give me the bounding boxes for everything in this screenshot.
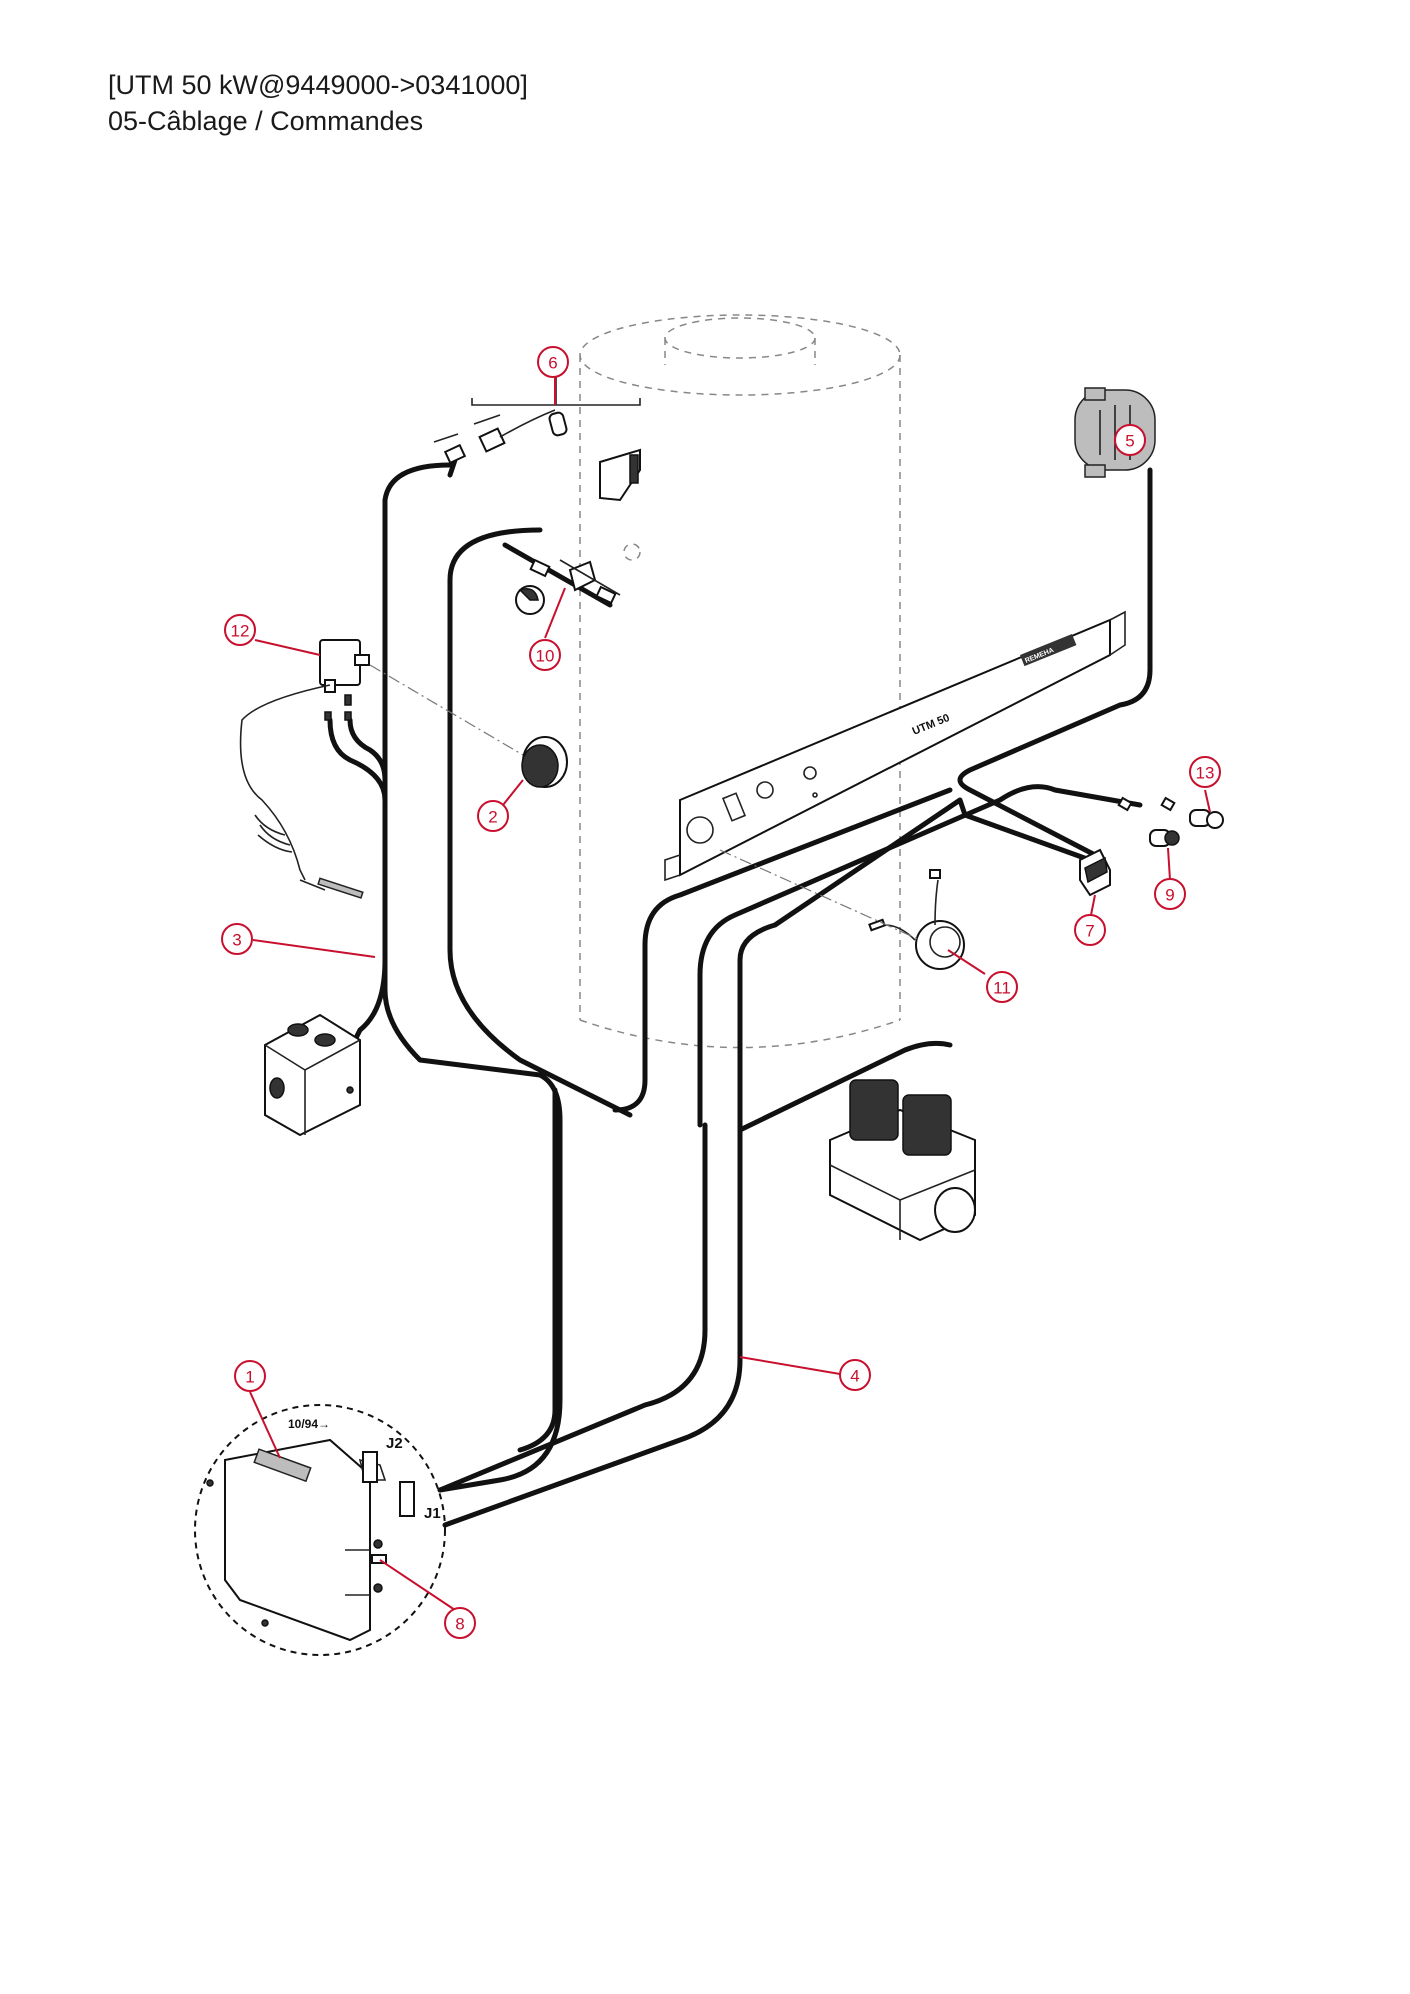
callout-10: 10 <box>529 639 561 671</box>
capillary-thermostat <box>239 639 541 899</box>
svg-text:8: 8 <box>455 1615 464 1634</box>
svg-text:10: 10 <box>536 647 555 666</box>
svg-text:7: 7 <box>1085 922 1094 941</box>
callout-leaders <box>249 372 1211 1611</box>
svg-text:5: 5 <box>1125 432 1134 451</box>
brand-plate <box>1020 634 1077 667</box>
board-date-note: 10/94→ <box>288 1417 330 1431</box>
callout-4: 4 <box>839 1359 871 1391</box>
model-title: [UTM 50 kW@9449000->0341000] <box>108 70 528 100</box>
callout-6: 6 <box>537 346 569 378</box>
callout-12: 12 <box>224 614 256 646</box>
section-title: 05-Câblage / Commandes <box>108 106 424 136</box>
sensor-cap <box>521 736 568 788</box>
svg-text:13: 13 <box>1196 764 1215 783</box>
control-board-detail: 10/94→ J2 J1 <box>194 1404 446 1656</box>
gas-valve <box>829 1079 976 1242</box>
callout-2: 2 <box>477 800 509 832</box>
callout-13: 13 <box>1189 756 1221 788</box>
svg-text:11: 11 <box>993 979 1011 998</box>
svg-text:3: 3 <box>232 931 241 950</box>
callout-1: 1 <box>234 1360 266 1392</box>
svg-text:1: 1 <box>245 1368 254 1387</box>
cable-harness <box>327 457 1153 1528</box>
svg-text:6: 6 <box>548 354 557 373</box>
callout-7: 7 <box>1074 914 1106 946</box>
rocker-switch <box>1079 848 1111 897</box>
callout-11: 11 <box>986 971 1018 1003</box>
callout-8: 8 <box>444 1607 476 1639</box>
connector-j1-label: J1 <box>424 1505 441 1522</box>
temperature-gauge <box>719 849 965 970</box>
control-panel: UTM 50 REMEHA <box>664 610 1126 882</box>
callout-5: 5 <box>1114 424 1146 456</box>
svg-text:2: 2 <box>488 808 497 827</box>
svg-text:12: 12 <box>231 622 250 641</box>
junction-box <box>264 1013 361 1137</box>
svg-text:9: 9 <box>1165 886 1174 905</box>
sensor-connector-group <box>433 372 641 502</box>
thermostat-group <box>515 558 621 615</box>
connector-j2-label: J2 <box>386 1435 403 1452</box>
svg-text:4: 4 <box>850 1367 859 1386</box>
callout-3: 3 <box>221 923 253 955</box>
indicator-lamps <box>1117 796 1224 847</box>
callout-9: 9 <box>1154 878 1186 910</box>
boiler-outline <box>579 314 901 1049</box>
